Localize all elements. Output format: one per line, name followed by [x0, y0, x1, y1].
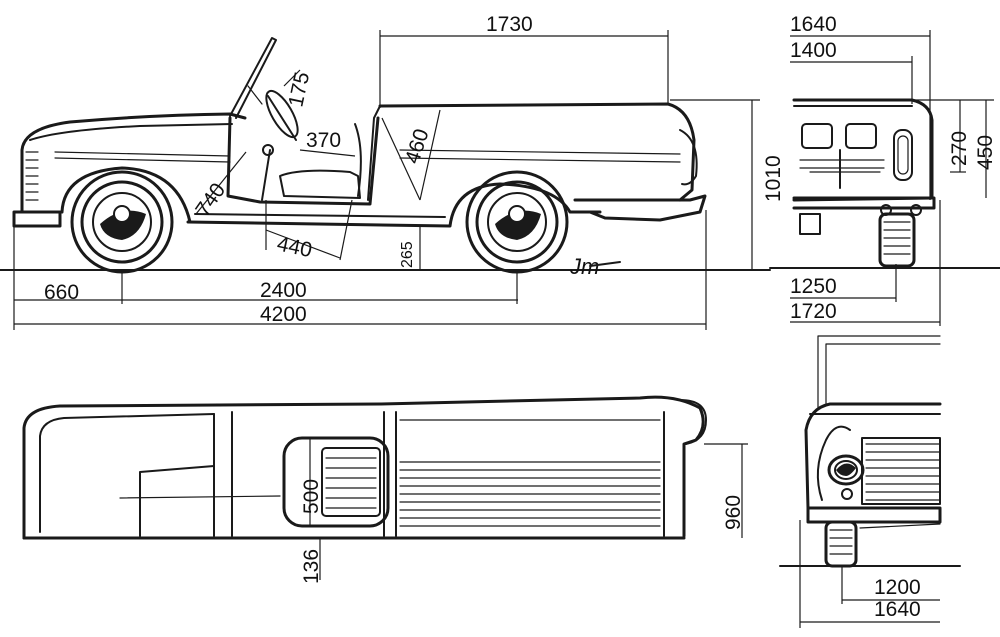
dim-rear-width-top: 1640 — [790, 13, 837, 36]
front-dimensions: 1200 1640 — [799, 520, 940, 628]
dim-seat-depth: 370 — [306, 129, 341, 152]
dim-rear-track: 1250 — [790, 275, 837, 298]
dim-rear-tailgate: 270 — [948, 131, 971, 166]
dim-top-cargo-width: 960 — [722, 495, 745, 530]
dim-steering: 175 — [284, 70, 314, 109]
front-view — [779, 335, 961, 568]
dim-floor: 440 — [275, 232, 314, 262]
dim-front-overhang: 660 — [44, 281, 79, 304]
top-view — [22, 395, 707, 540]
ground-line — [0, 267, 1000, 271]
top-dimensions: 500 136 960 — [300, 438, 748, 584]
dim-top-opening: 500 — [300, 479, 323, 514]
dim-wheelbase: 2400 — [260, 279, 307, 302]
dim-rear-body-height: 450 — [974, 135, 997, 170]
dim-overall-length: 4200 — [260, 303, 307, 326]
dim-top-offset: 136 — [300, 549, 323, 584]
dim-rear-overall-width: 1720 — [790, 300, 837, 323]
dim-side-body-length: 1730 — [486, 13, 533, 36]
side-dimensions: 1730 1010 370 460 175 740 440 265 660 24… — [13, 13, 785, 330]
dim-side-height: 1010 — [762, 155, 785, 202]
dim-front-track: 1200 — [874, 576, 921, 599]
signature: Jm — [569, 254, 599, 279]
side-view — [12, 37, 707, 274]
rear-view — [792, 98, 936, 268]
dim-front-overall-width: 1640 — [874, 598, 921, 621]
dim-clearance: 265 — [399, 241, 416, 268]
rear-dimensions: 1640 1400 270 450 1250 1720 — [790, 13, 997, 326]
dim-rear-width-inner: 1400 — [790, 39, 837, 62]
